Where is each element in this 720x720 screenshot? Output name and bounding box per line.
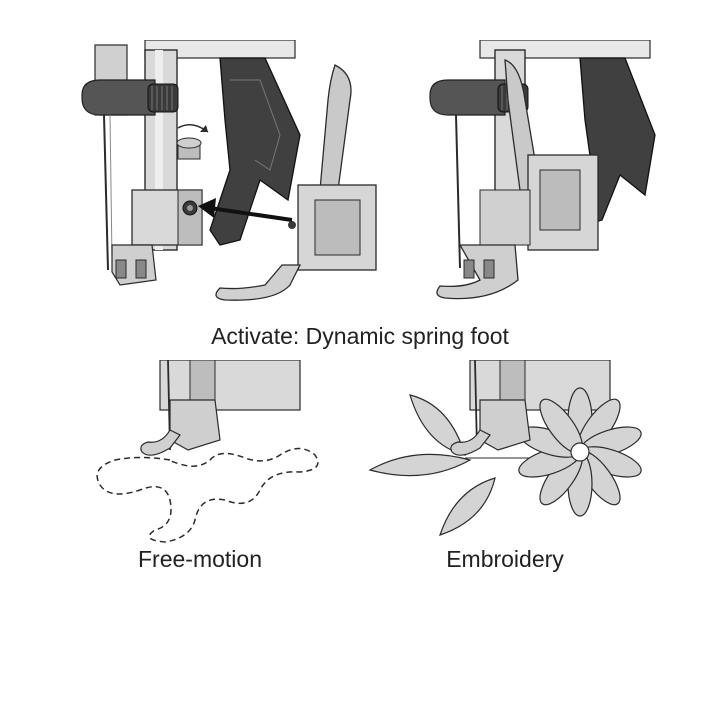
attach-arrow-icon: [198, 198, 293, 222]
attach-foot-illustration: [60, 40, 380, 310]
embroidery-caption: Embroidery: [446, 546, 564, 572]
free-motion-caption: Free-motion: [138, 546, 262, 572]
foot-attached-illustration: [420, 40, 680, 310]
embroidery-illustration: [355, 360, 675, 545]
free-motion-illustration: [70, 360, 340, 545]
main-caption: Activate: Dynamic spring foot: [211, 323, 509, 349]
flower-embroidery-icon: [518, 387, 642, 517]
dashed-stitch-path-icon: [96, 447, 319, 543]
